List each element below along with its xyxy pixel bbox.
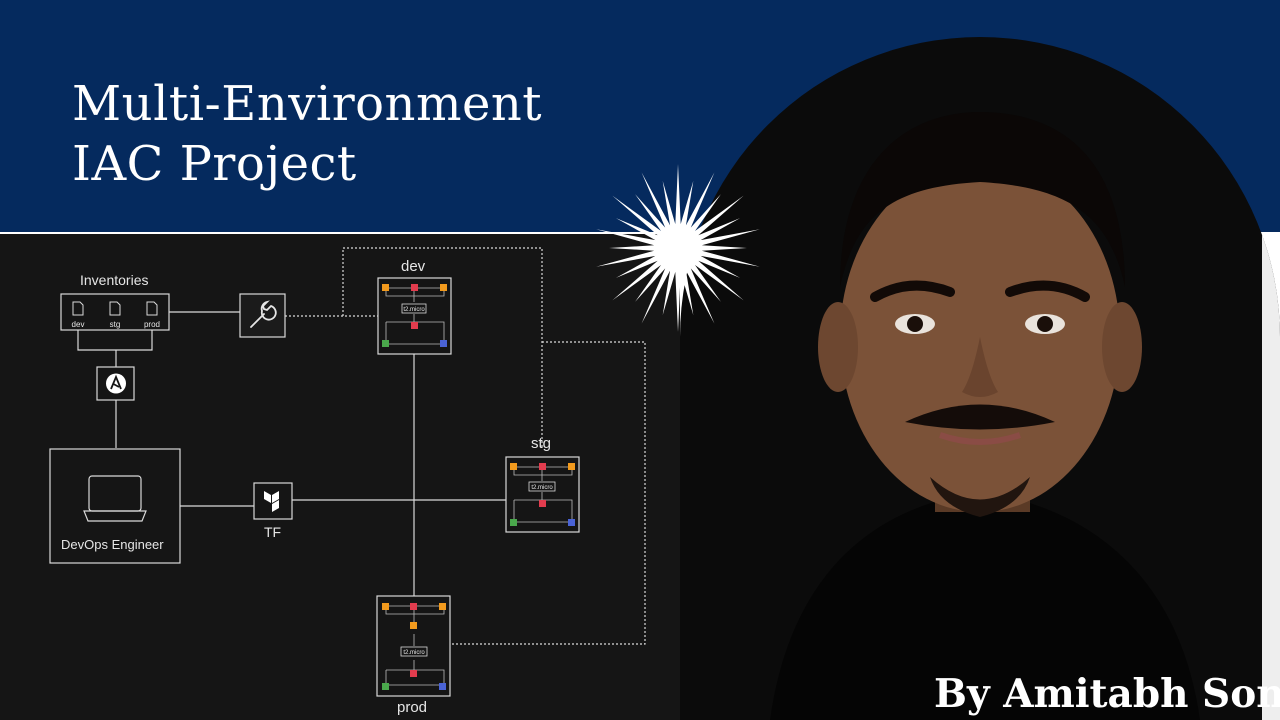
inventory-file-prod: prod [144,320,160,329]
prod-env-label: prod [397,699,428,716]
photo-edge-strip [1262,233,1280,720]
wrench-to-prod-dotted [452,341,646,645]
connector-lines [77,311,506,596]
starburst-shape [596,164,760,332]
presenter-photo [680,37,1280,720]
inventory-file-stg: stg [110,320,121,329]
terraform-icon [264,491,279,512]
inventories-label: Inventories [80,272,149,288]
env-stg-box: t2.micro [505,456,580,533]
title-line-2: IAC Project [72,136,357,192]
dotted-config-lines [285,247,646,645]
starburst-icon [596,164,760,332]
terraform-node [253,482,293,520]
config-tool-node [239,293,286,338]
dev-env-label: dev [401,258,426,275]
architecture-diagram: dev stg prod [0,234,680,720]
devops-engineer-box [49,448,181,564]
slide-title: Multi-Environment IAC Project [72,74,542,194]
wrench-icon [250,300,277,328]
inventories-box: dev stg prod [60,293,170,331]
env-dev-box: t2.micro [377,277,452,355]
file-icon [72,301,158,316]
env-prod-box: t2.micro [376,595,451,697]
title-line-1: Multi-Environment [72,76,543,132]
laptop-icon [83,475,147,522]
diagram-canvas: dev stg prod [49,247,646,697]
wrench-to-stg-dotted [342,247,543,448]
dev-instance-label: t2.micro [403,307,425,313]
presenter-portrait [770,112,1200,720]
inventories-fork [77,330,153,351]
author-byline: By Amitabh Soni [934,671,1280,717]
ansible-node [96,366,135,401]
engineer-label: DevOps Engineer [61,537,164,552]
prod-instance-label: t2.micro [403,650,425,656]
inventory-file-dev: dev [72,320,85,329]
stg-instance-label: t2.micro [531,485,553,491]
terraform-label: TF [264,524,282,540]
stg-env-label: stg [531,435,552,452]
